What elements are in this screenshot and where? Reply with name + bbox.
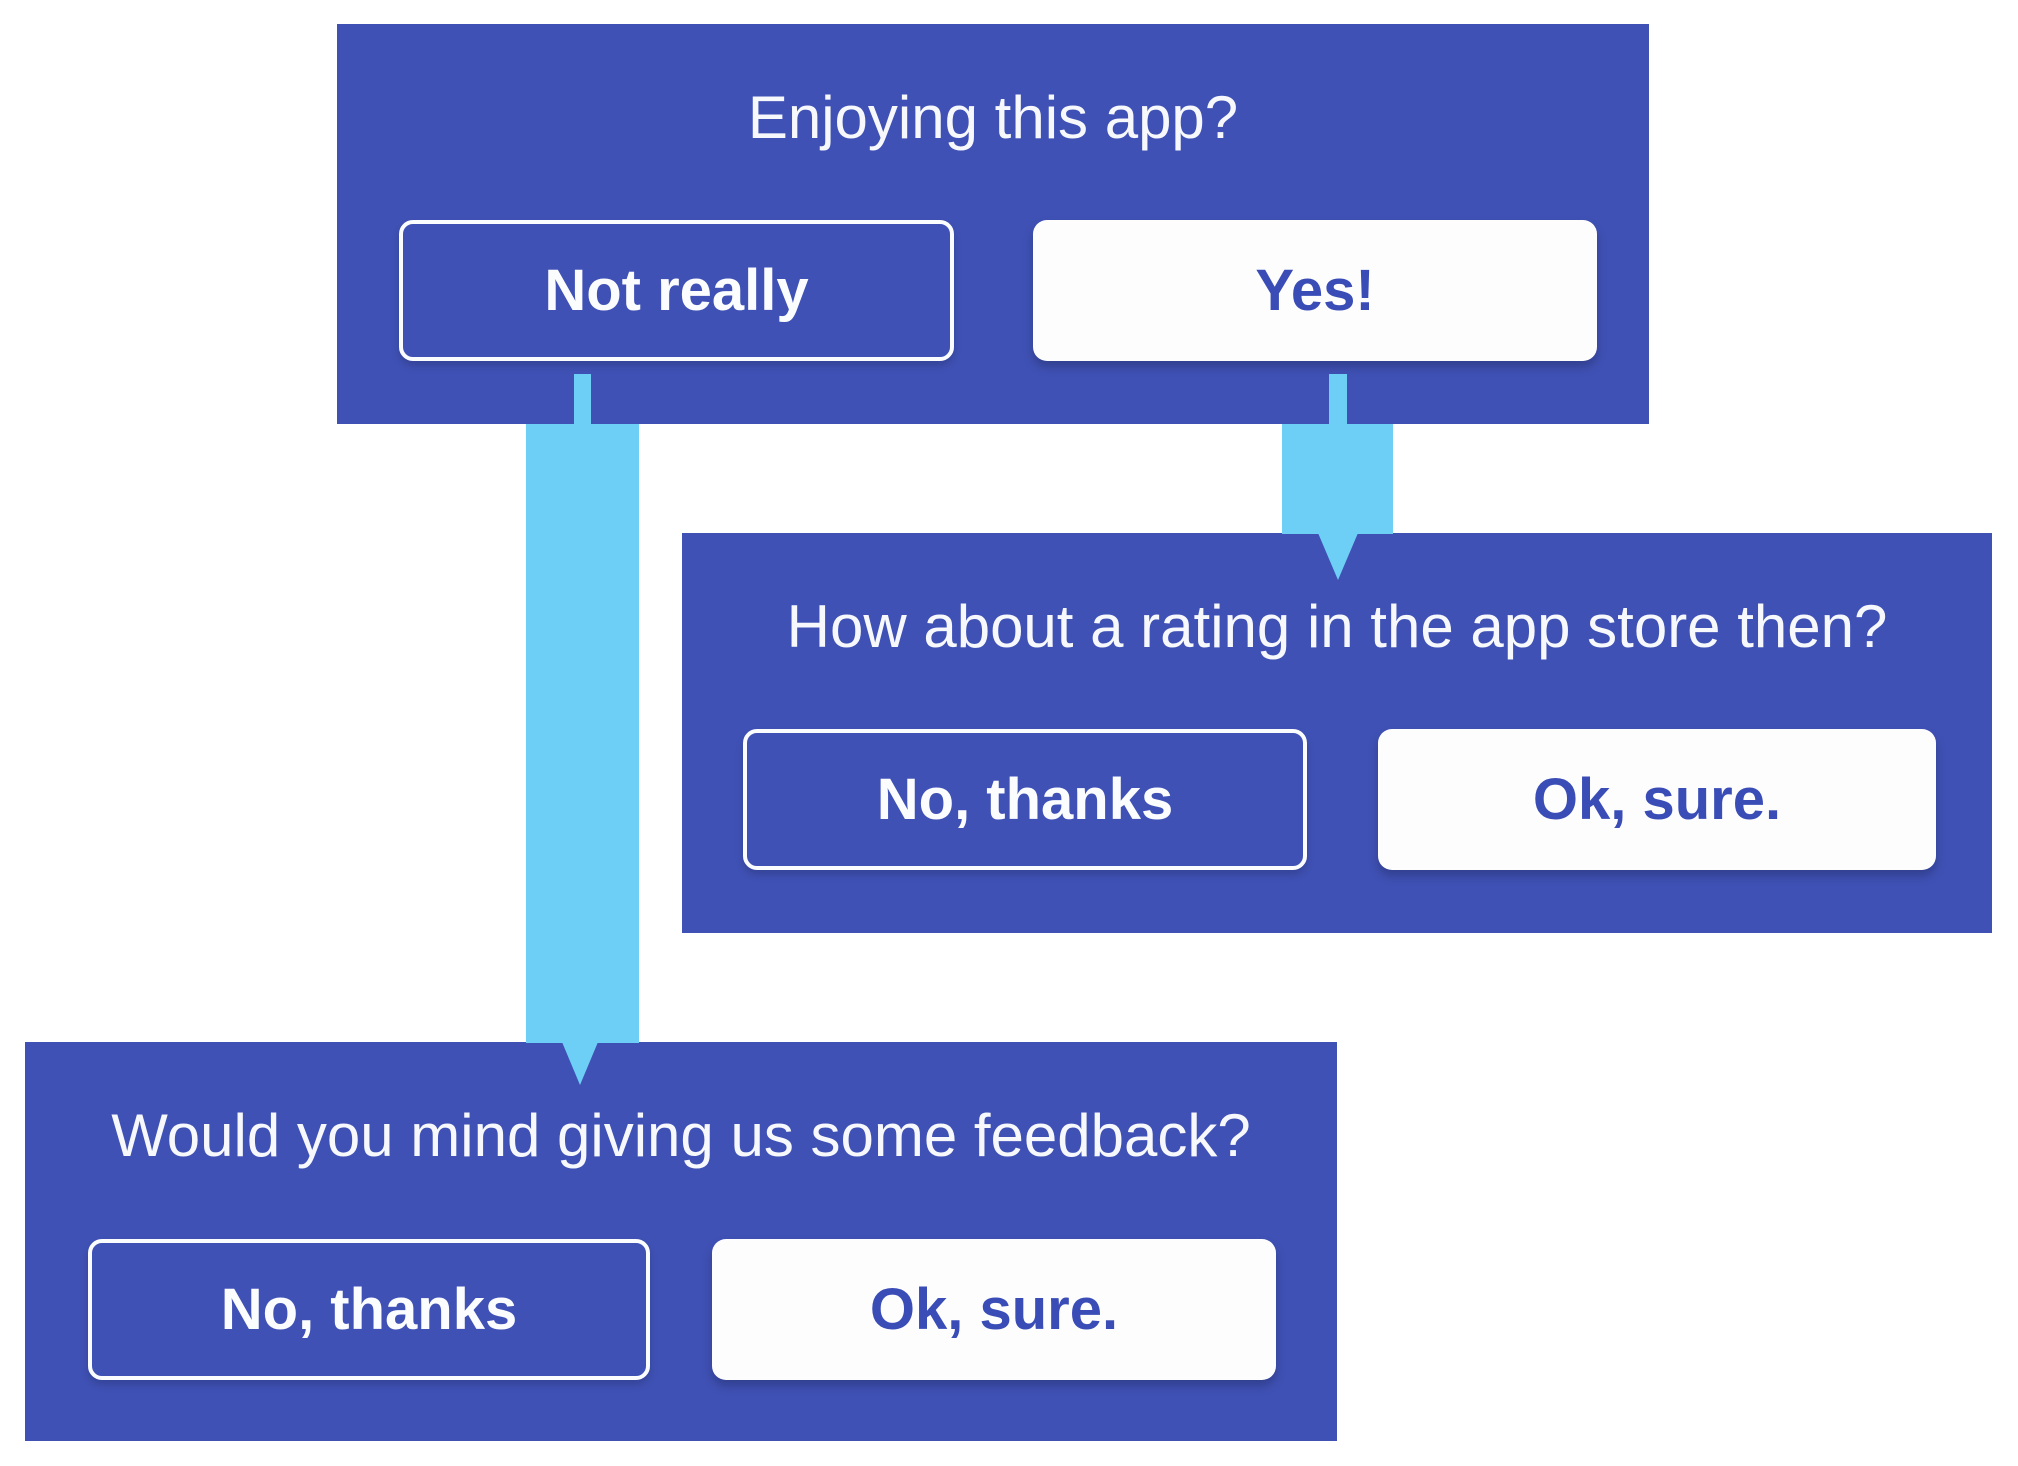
dialog-app-store-rating: How about a rating in the app store then… <box>682 533 1992 933</box>
yes-flow-arrowhead-icon <box>1318 533 1358 580</box>
not-really-flow-arrow-stub <box>574 374 591 424</box>
rating-ok-sure-button-label: Ok, sure. <box>1532 767 1782 832</box>
feedback-ok-sure-button[interactable]: Ok, sure. <box>712 1239 1276 1380</box>
rating-no-thanks-button-label: No, thanks <box>876 767 1174 832</box>
dialog-feedback-request: Would you mind giving us some feedback? … <box>25 1042 1337 1441</box>
rating-ok-sure-button[interactable]: Ok, sure. <box>1378 729 1936 870</box>
dialog-question: Would you mind giving us some feedback? <box>111 1102 1251 1169</box>
not-really-flow-arrowhead-icon <box>562 1042 598 1085</box>
dialog-question: How about a rating in the app store then… <box>786 593 1888 660</box>
yes-button[interactable]: Yes! <box>1033 220 1597 361</box>
yes-flow-arrow-shaft <box>1282 424 1393 534</box>
not-really-button-label: Not really <box>544 258 809 323</box>
rating-no-thanks-button[interactable]: No, thanks <box>743 729 1307 870</box>
dialog-question: Enjoying this app? <box>747 84 1239 151</box>
feedback-no-thanks-button[interactable]: No, thanks <box>88 1239 650 1380</box>
feedback-no-thanks-button-label: No, thanks <box>220 1277 518 1342</box>
not-really-button[interactable]: Not really <box>399 220 954 361</box>
yes-button-label: Yes! <box>1255 258 1375 323</box>
not-really-flow-arrow-shaft <box>526 424 639 1043</box>
dialog-enjoying-app: Enjoying this app? Not really Yes! <box>337 24 1649 424</box>
yes-flow-arrow-stub <box>1329 374 1347 424</box>
feedback-ok-sure-button-label: Ok, sure. <box>869 1277 1119 1342</box>
